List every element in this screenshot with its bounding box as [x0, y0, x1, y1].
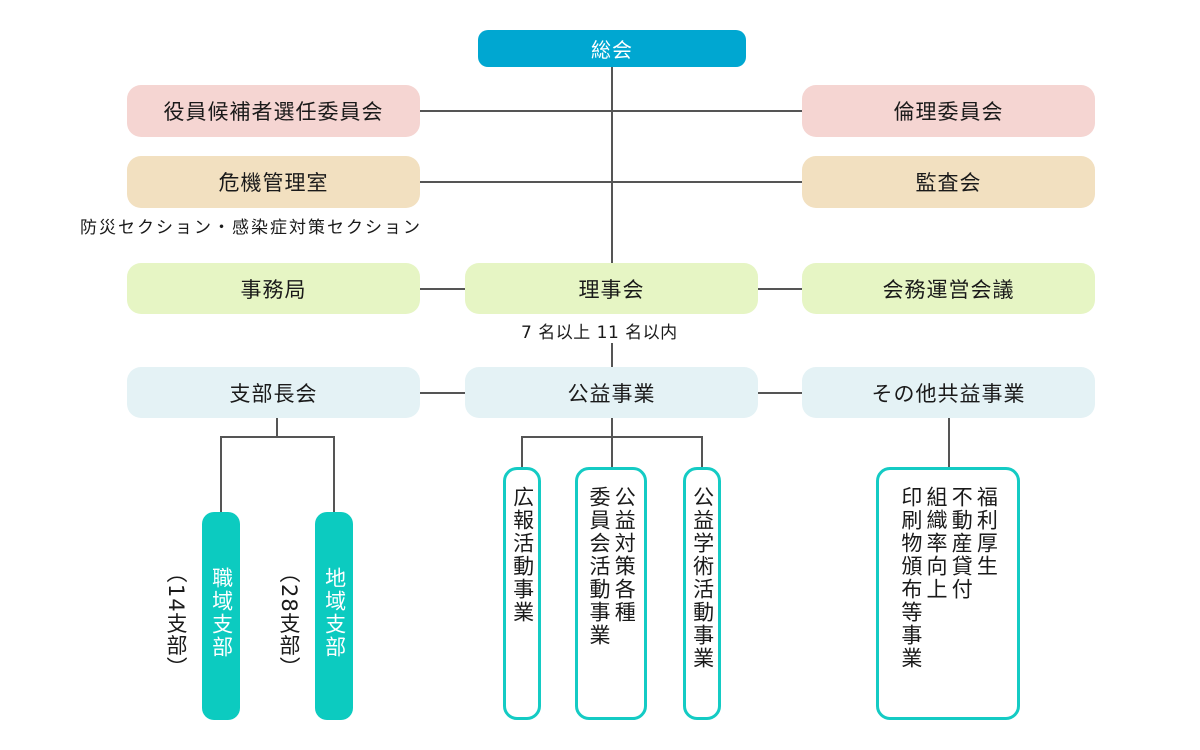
other-projects-label: その他共益事業 — [871, 381, 1026, 406]
paren-close: ） — [164, 656, 188, 679]
regional-branch-count: （28支部） — [277, 562, 301, 679]
connector-other-stem — [948, 418, 950, 468]
management-council-box: 会務運営会議 — [802, 263, 1095, 314]
mutual-benefit-box: 福利厚生 不動産貸付 組織率向上 印刷物頒布等事業 — [876, 467, 1020, 720]
general-assembly-box: 総会 — [478, 30, 746, 67]
connector-public-stem — [611, 418, 613, 468]
audit-board-label: 監査会 — [915, 171, 982, 195]
branch-heads-box: 支部長会 — [127, 367, 420, 418]
other-projects-box: その他共益事業 — [802, 367, 1095, 418]
secretariat-box: 事務局 — [127, 263, 420, 314]
officer-election-committee-label: 役員候補者選任委員会 — [163, 100, 384, 124]
ethics-committee-box: 倫理委員会 — [802, 85, 1095, 137]
branch-heads-label: 支部長会 — [229, 381, 318, 406]
officer-election-committee-box: 役員候補者選任委員会 — [127, 85, 420, 137]
board-size-note: 7 名以上 11 名以内 — [521, 323, 678, 343]
branch-unit: 支部 — [277, 612, 301, 657]
management-council-label: 会務運営会議 — [882, 277, 1015, 302]
workplace-branch-count: （14支部） — [164, 562, 188, 679]
pr-activities-box: 広報活動事業 — [503, 467, 541, 720]
branch-unit: 支部 — [164, 612, 188, 657]
regional-branch-pill: 地域支部 — [315, 512, 353, 720]
connector-row4-right — [758, 392, 802, 394]
connector-row3-left — [420, 288, 465, 290]
general-assembly-label: 総会 — [591, 38, 633, 62]
workplace-branch-label: 職域支部 — [209, 567, 234, 659]
connector-public-bar — [521, 436, 702, 438]
public-committees-box: 公益対策各種 委員会活動事業 — [575, 467, 647, 720]
public-projects-box: 公益事業 — [465, 367, 758, 418]
connector-branch-left — [220, 436, 222, 512]
crisis-management-box: 危機管理室 — [127, 156, 420, 208]
connector-branch-stem — [276, 418, 278, 437]
connector-public-right — [701, 436, 703, 468]
audit-board-box: 監査会 — [802, 156, 1095, 208]
crisis-management-label: 危機管理室 — [218, 171, 329, 195]
board-of-directors-label: 理事会 — [578, 277, 645, 302]
paren-close: ） — [277, 656, 301, 679]
connector-row4-left — [420, 392, 465, 394]
paren-open: （ — [277, 562, 301, 584]
connector-row1 — [420, 110, 802, 112]
mutual-benefit-label: 福利厚生 不動産貸付 組織率向上 印刷物頒布等事業 — [898, 486, 999, 670]
pr-activities-label: 広報活動事業 — [510, 486, 535, 624]
connector-row2 — [420, 181, 802, 183]
connector-trunk-mid — [611, 343, 613, 367]
workplace-branch-pill: 職域支部 — [202, 512, 240, 720]
connector-row3-right — [758, 288, 802, 290]
ethics-committee-label: 倫理委員会 — [893, 100, 1004, 124]
connector-trunk-top — [611, 67, 613, 263]
academic-activities-label: 公益学術活動事業 — [690, 486, 715, 670]
regional-branch-count-number: 28 — [277, 584, 301, 613]
regional-branch-label: 地域支部 — [322, 567, 347, 659]
public-projects-label: 公益事業 — [567, 381, 656, 406]
paren-open: （ — [164, 562, 188, 584]
connector-public-left — [521, 436, 523, 468]
public-committees-label: 公益対策各種 委員会活動事業 — [587, 486, 637, 647]
academic-activities-box: 公益学術活動事業 — [683, 467, 721, 720]
secretariat-label: 事務局 — [240, 277, 307, 302]
connector-branch-bar — [220, 436, 334, 438]
board-of-directors-box: 理事会 — [465, 263, 758, 314]
connector-branch-right — [333, 436, 335, 512]
crisis-sections-note: 防災セクション・感染症対策セクション — [80, 218, 422, 238]
workplace-branch-count-number: 14 — [164, 584, 188, 613]
